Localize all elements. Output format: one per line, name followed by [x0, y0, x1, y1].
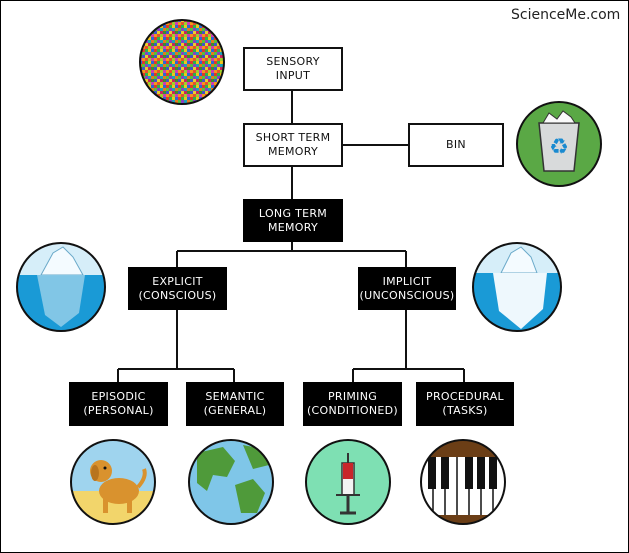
procedural-memory-node: PROCEDURAL (TASKS) [416, 382, 514, 426]
syringe-icon [305, 439, 391, 525]
dog-icon [70, 439, 156, 525]
recycle-bin-icon: ♻ [516, 101, 602, 187]
priming-memory-node: PRIMING (CONDITIONED) [303, 382, 402, 426]
implicit-memory-node: IMPLICIT (UNCONSCIOUS) [358, 267, 456, 310]
colorful-noise-icon [139, 19, 225, 105]
globe-icon [188, 439, 274, 525]
short-term-memory-node: SHORT TERM MEMORY [243, 123, 343, 167]
sensory-input-node: SENSORY INPUT [243, 47, 343, 91]
bin-node: BIN [408, 123, 504, 167]
semantic-memory-node: SEMANTIC (GENERAL) [186, 382, 284, 426]
watermark: ScienceMe.com [511, 7, 621, 23]
svg-text:♻: ♻ [549, 135, 569, 160]
connectors [117, 91, 465, 382]
iceberg-submerged-icon [472, 242, 562, 332]
explicit-memory-node: EXPLICIT (CONSCIOUS) [128, 267, 227, 310]
piano-keys-icon [420, 439, 506, 525]
long-term-memory-node: LONG TERM MEMORY [243, 199, 343, 242]
iceberg-tip-icon [16, 242, 106, 332]
episodic-memory-node: EPISODIC (PERSONAL) [69, 382, 168, 426]
